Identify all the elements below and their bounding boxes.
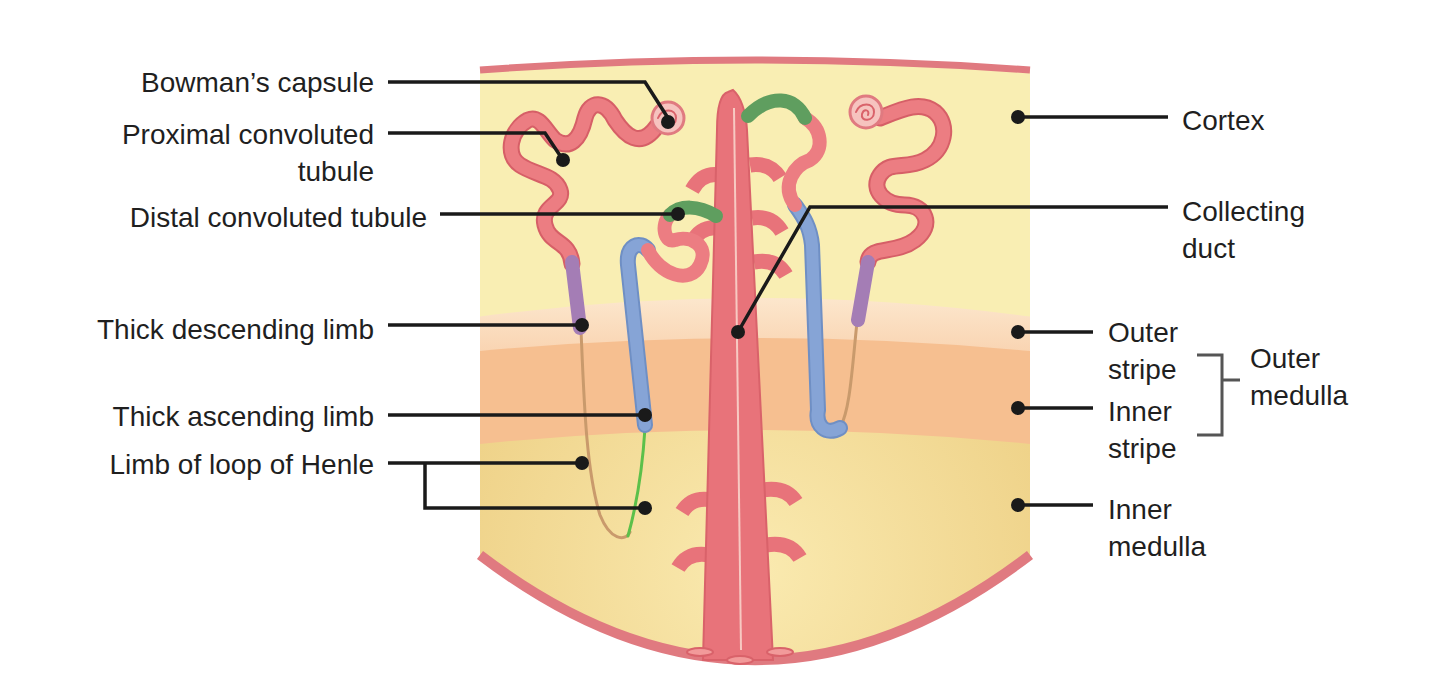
structure-label: Cortex xyxy=(1182,102,1382,139)
structure-label: Thick ascending limb xyxy=(14,398,374,435)
bowmans-capsule xyxy=(850,96,882,128)
leader-dot xyxy=(1011,401,1025,415)
thick-descending-limb xyxy=(858,262,868,320)
leader-dots xyxy=(556,110,1025,515)
leader-dot xyxy=(638,501,652,515)
kidney-zones xyxy=(470,40,1040,694)
glomerulus xyxy=(856,105,874,120)
distal-tubule xyxy=(648,215,703,276)
structure-label: Limb of loop of Henle xyxy=(14,446,374,483)
duct-branch xyxy=(754,261,786,275)
structure-label: Outer stripe xyxy=(1108,314,1218,388)
leader-dot xyxy=(556,153,570,167)
duct-highlight xyxy=(734,108,741,650)
leader-line xyxy=(1018,503,1093,507)
structure-label: Proximal convoluted tubule xyxy=(89,116,374,190)
duct-branch xyxy=(752,218,782,232)
thick-descending-limb xyxy=(572,262,580,328)
leader-dot xyxy=(671,207,685,221)
structure-label: Inner stripe xyxy=(1108,393,1218,467)
structure-label: Outer medulla xyxy=(1250,340,1375,414)
leader-dot xyxy=(1011,110,1025,124)
leader-dot xyxy=(731,325,745,339)
structure-label: Collecting duct xyxy=(1182,193,1342,267)
thick-ascending-limb-edge xyxy=(628,245,648,425)
thin-ascending-limb xyxy=(628,428,645,536)
papilla-openings xyxy=(687,648,793,664)
distal-convoluted-tubule xyxy=(748,100,805,118)
juxtamedullary-nephron xyxy=(511,102,716,538)
structure-label: Inner medulla xyxy=(1108,491,1233,565)
leader-dot xyxy=(1011,325,1025,339)
duct-opening xyxy=(687,648,713,656)
duct-branch xyxy=(678,554,709,568)
leader-line xyxy=(738,207,1168,332)
structure-label: Bowman’s capsule xyxy=(14,64,374,101)
leader-line xyxy=(1018,115,1168,119)
structure-label: Distal convoluted tubule xyxy=(47,199,427,236)
duct-branch xyxy=(766,544,800,558)
kidney-capsule xyxy=(480,60,1030,70)
bracket xyxy=(1197,355,1240,435)
leader-dot xyxy=(1011,498,1025,512)
leader-line xyxy=(1018,406,1093,410)
leader-lines xyxy=(388,82,1240,508)
duct-branch xyxy=(762,489,796,502)
cortex-zone xyxy=(470,40,1040,694)
leader-line xyxy=(388,413,645,417)
thick-ascending-limb xyxy=(628,245,648,425)
leader-dot xyxy=(661,115,675,129)
leader-line xyxy=(388,323,582,327)
leader-line xyxy=(440,212,678,216)
collecting-duct xyxy=(703,90,773,660)
proximal-tubule-edge xyxy=(868,106,944,262)
thick-ascending-limb xyxy=(795,205,840,431)
leader-dot xyxy=(638,408,652,422)
leader-line xyxy=(1018,330,1093,334)
thin-descending-limb xyxy=(840,322,857,428)
duct-branch xyxy=(750,165,780,178)
leader-dot xyxy=(575,456,589,470)
distal-tubule xyxy=(789,118,820,205)
bowmans-capsule xyxy=(652,102,684,134)
leader-line xyxy=(388,133,563,160)
duct-opening xyxy=(767,648,793,656)
leader-dot xyxy=(575,318,589,332)
thick-ascending-limb-edge xyxy=(795,205,840,431)
duct-opening xyxy=(727,656,753,664)
structure-label: Thick descending limb xyxy=(14,311,374,348)
proximal-tubule xyxy=(868,106,944,262)
leader-line xyxy=(388,463,645,508)
leader-line xyxy=(388,82,668,118)
